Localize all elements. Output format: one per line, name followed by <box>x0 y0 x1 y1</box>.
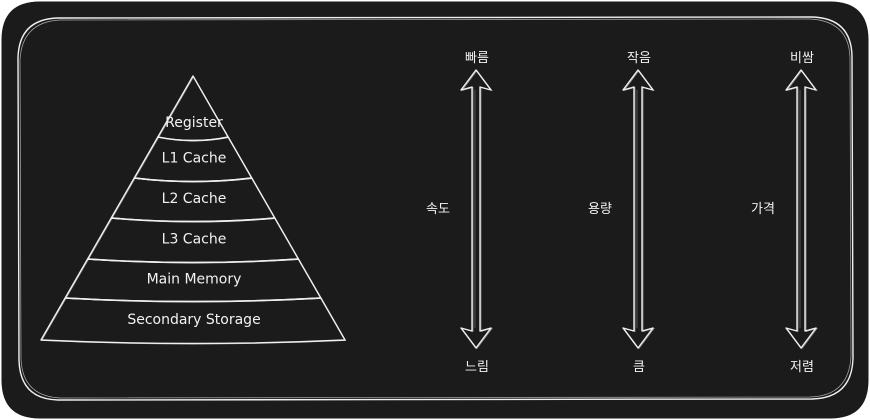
pyramid-layer-label: L3 Cache <box>162 232 227 248</box>
pyramid-layer-label: L2 Cache <box>162 191 227 207</box>
pyramid-layer-label: Register <box>165 115 223 131</box>
double-arrow-sketch <box>786 69 818 350</box>
axis-name-label: 가격 <box>751 202 775 217</box>
double-arrow-sketch <box>623 69 655 350</box>
axis-top-label: 작음 <box>627 51 651 66</box>
axis-top-label: 비쌈 <box>790 51 814 66</box>
pyramid-layer-label: Secondary Storage <box>127 312 260 328</box>
inner-border-sketch <box>19 18 852 399</box>
axis-bottom-label: 저렴 <box>790 360 814 375</box>
inner-border <box>17 16 854 401</box>
pyramid-layer-label: L1 Cache <box>162 151 227 167</box>
double-arrow-sketch <box>461 69 493 350</box>
axis-name-label: 용량 <box>588 202 612 217</box>
pyramid-layer-outline <box>40 297 346 345</box>
axis-top-label: 빠름 <box>465 51 489 66</box>
pyramid-layer-label: Main Memory <box>147 272 242 288</box>
axis-2: 작음큼 용량 <box>588 51 655 375</box>
axis-bottom-label: 큼 <box>633 360 645 375</box>
axis-bottom-label: 느림 <box>465 360 489 375</box>
pyramid-layer-sketch <box>41 298 347 345</box>
axis-name-label: 속도 <box>426 202 450 217</box>
pyramid-layer-secondary-storage: Secondary Storage <box>40 297 347 345</box>
